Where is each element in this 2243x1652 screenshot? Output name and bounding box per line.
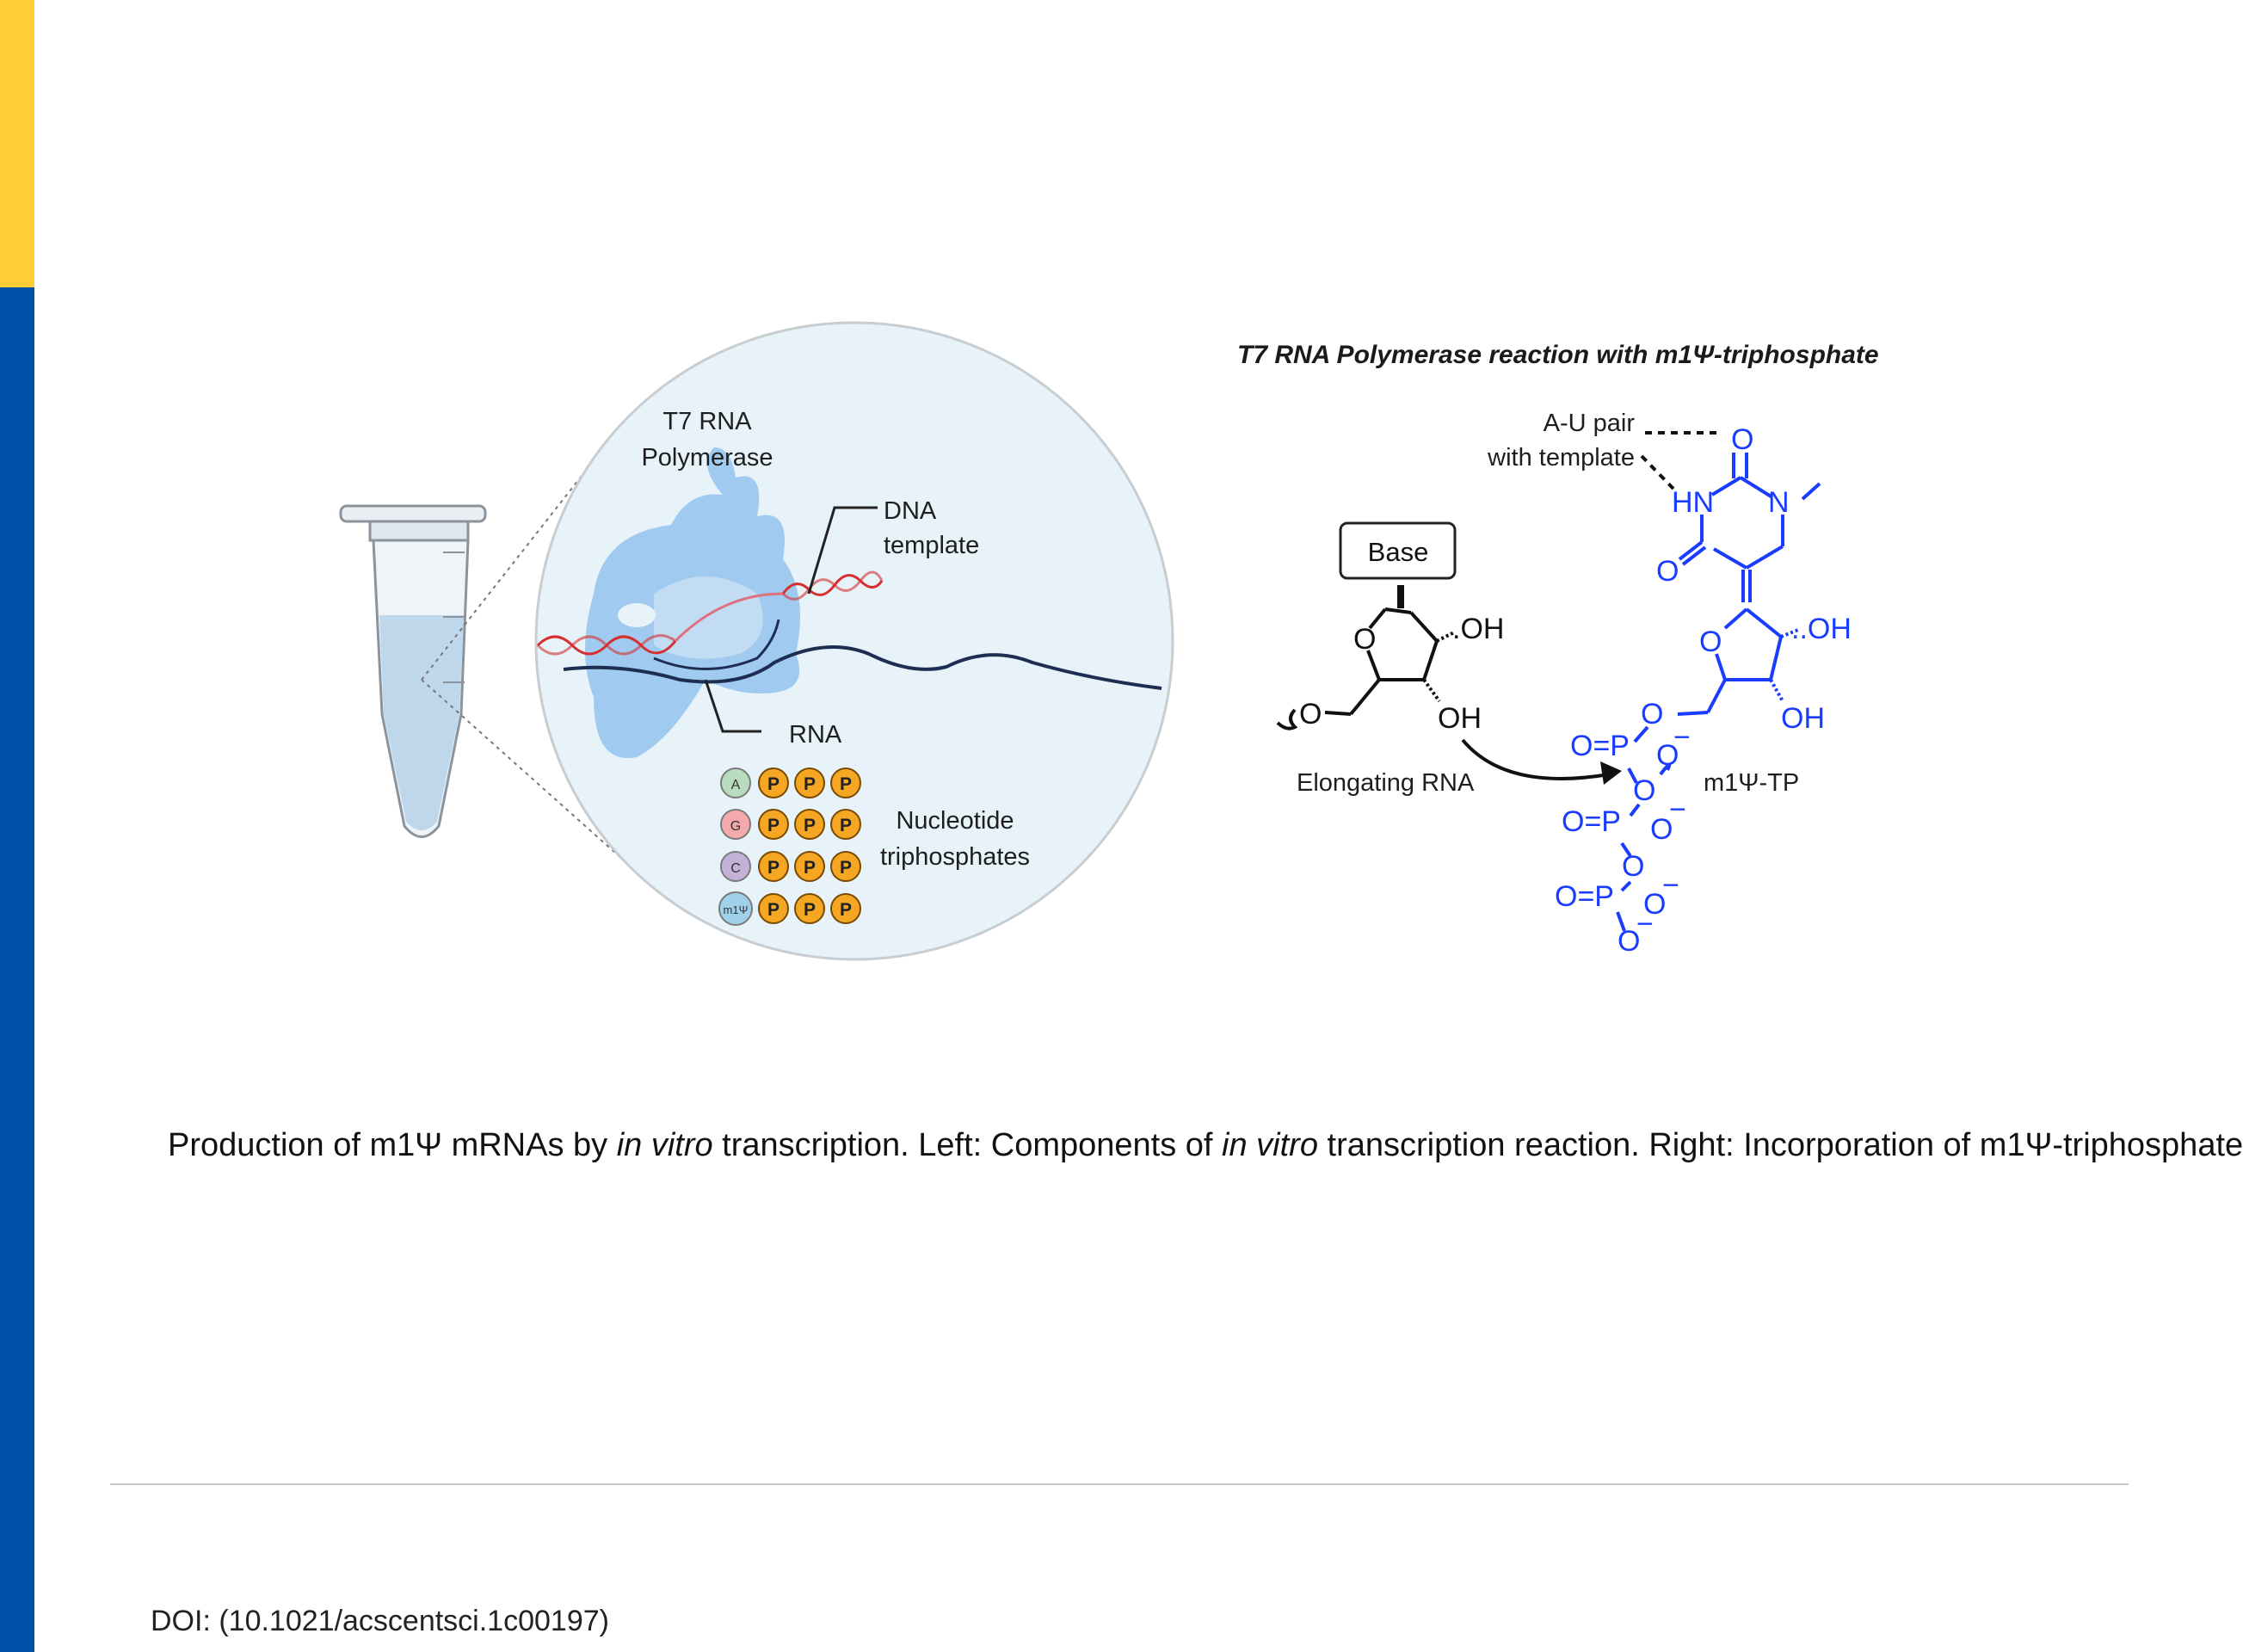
elongating-rna-label: Elongating RNA bbox=[1297, 769, 1475, 797]
figure: T7 RNA Polymerase DNA template RNA Nucle… bbox=[339, 321, 1879, 961]
ntp-label-1: Nucleotide bbox=[896, 807, 1014, 835]
terminal-o: O bbox=[1618, 925, 1640, 958]
ntp-base-a: A bbox=[731, 778, 741, 792]
phosphate-3-ominus: O bbox=[1643, 888, 1666, 921]
ntp-phosphate: P bbox=[767, 858, 780, 878]
phosphate-1: O=P bbox=[1570, 730, 1630, 762]
m1psi-tp-label: m1Ψ-TP bbox=[1704, 769, 1799, 797]
accent-bar-blue bbox=[0, 287, 34, 1652]
atom-oh: .OH bbox=[1452, 613, 1504, 645]
triphosphate bbox=[1616, 725, 1672, 932]
elongating-rna-sugar bbox=[1276, 607, 1455, 730]
phosphate-2: O=P bbox=[1562, 805, 1621, 838]
phosphate-2-ominus: O bbox=[1650, 813, 1673, 846]
caption-italic: in vitro bbox=[616, 1127, 713, 1163]
atom-o: O bbox=[1299, 698, 1322, 730]
phosphate-3: O=P bbox=[1555, 880, 1614, 913]
caption-italic: in vitro bbox=[1222, 1127, 1318, 1163]
ntp-phosphate: P bbox=[804, 900, 816, 920]
atom-oh: OH bbox=[1438, 702, 1482, 735]
atom-o: O bbox=[1731, 423, 1753, 456]
atom-o: O bbox=[1699, 626, 1722, 658]
divider bbox=[110, 1483, 2129, 1485]
ntp-base-m1psi: m1Ψ bbox=[724, 903, 749, 916]
charge: − bbox=[1673, 721, 1691, 754]
dna-label-2: template bbox=[884, 532, 979, 559]
atom-hn: HN bbox=[1672, 486, 1714, 519]
au-pair-label-2: with template bbox=[1487, 444, 1635, 472]
bridging-o: O bbox=[1622, 850, 1644, 883]
dna-label-1: DNA bbox=[884, 497, 937, 525]
base-box-label: Base bbox=[1368, 537, 1429, 567]
doi-text: DOI: (10.1021/acscentsci.1c00197) bbox=[151, 1605, 609, 1637]
ntp-row-g: G P P P bbox=[720, 809, 861, 840]
bridging-o: O bbox=[1633, 774, 1655, 807]
ntp-phosphate: P bbox=[767, 900, 780, 920]
t7-polymerase-shape bbox=[585, 447, 800, 759]
ntp-row-a: A P P P bbox=[720, 767, 861, 798]
charge: − bbox=[1662, 869, 1679, 902]
au-pair-label-1: A-U pair bbox=[1544, 410, 1636, 437]
ntp-phosphate: P bbox=[767, 774, 780, 794]
atom-oh: OH bbox=[1781, 702, 1825, 735]
accent-bar-yellow bbox=[0, 0, 34, 287]
atom-oh: ..OH bbox=[1791, 613, 1852, 645]
microcentrifuge-tube bbox=[339, 504, 487, 838]
caption-part: transcription reaction. Right: Incorpora… bbox=[1317, 1127, 2243, 1163]
caption-part: Production of m1Ψ mRNAs by bbox=[168, 1127, 617, 1163]
ntp-phosphate: P bbox=[767, 816, 780, 835]
polymerase-label-1: T7 RNA bbox=[662, 408, 752, 435]
polymerase-label-2: Polymerase bbox=[641, 444, 773, 472]
reaction-title: T7 RNA Polymerase reaction with m1Ψ-trip… bbox=[1237, 341, 1879, 369]
zoom-circle bbox=[534, 321, 1174, 961]
m1psi-base bbox=[1678, 453, 1821, 602]
ntp-label-2: triphosphates bbox=[880, 843, 1030, 871]
atom-o: O bbox=[1641, 698, 1663, 730]
ntp-phosphate: P bbox=[804, 774, 816, 794]
ntp-phosphate: P bbox=[804, 858, 816, 878]
charge: − bbox=[1669, 793, 1686, 826]
ntp-phosphate: P bbox=[840, 816, 852, 835]
ntp-row-m1psi: m1Ψ P P P bbox=[718, 891, 861, 926]
ntp-row-c: C P P P bbox=[720, 851, 861, 882]
ntp-base-g: G bbox=[730, 819, 741, 834]
atom-o: O bbox=[1656, 555, 1679, 588]
atom-n: N bbox=[1768, 486, 1790, 519]
rna-label: RNA bbox=[789, 721, 842, 749]
ntp-phosphate: P bbox=[840, 900, 852, 920]
m1psi-ribose bbox=[1677, 607, 1799, 716]
ntp-phosphate: P bbox=[840, 858, 852, 878]
caption-part: transcription. Left: Components of bbox=[712, 1127, 1223, 1163]
charge: − bbox=[1636, 908, 1654, 940]
ntp-phosphate: P bbox=[804, 816, 816, 835]
ntp-base-c: C bbox=[730, 861, 741, 876]
atom-o: O bbox=[1353, 623, 1376, 656]
figure-caption: Production of m1Ψ mRNAs by in vitro tran… bbox=[168, 1127, 2243, 1164]
ntp-phosphate: P bbox=[840, 774, 852, 794]
phosphate-1-ominus: O bbox=[1656, 739, 1679, 772]
